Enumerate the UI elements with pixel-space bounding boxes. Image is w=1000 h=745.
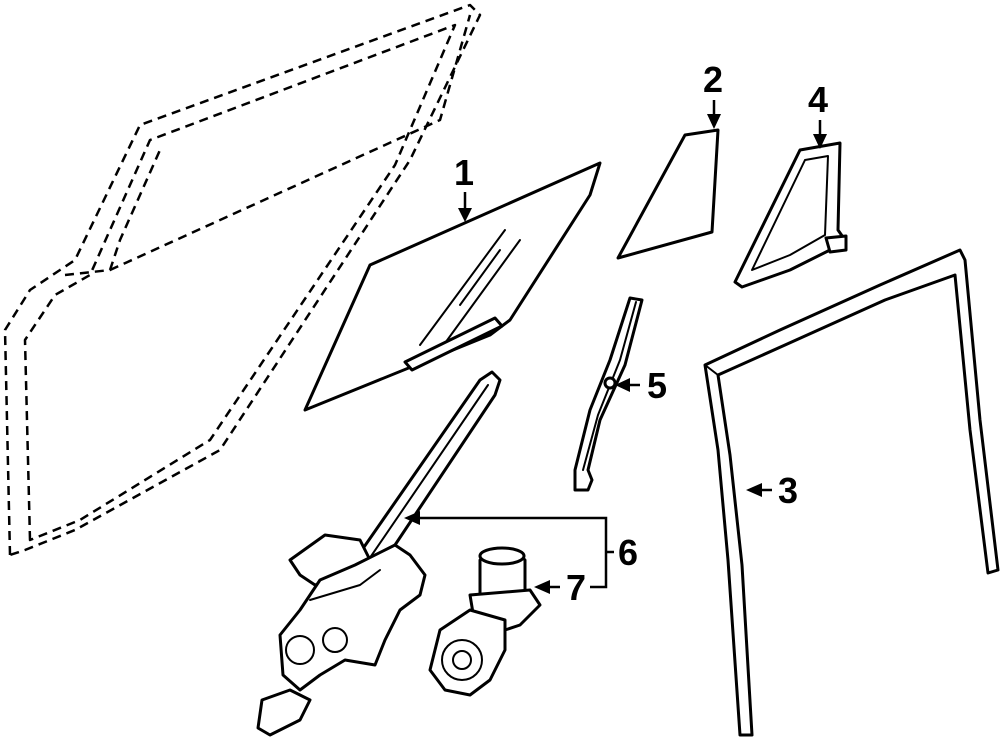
leader-lines xyxy=(404,100,827,594)
callout-3: 3 xyxy=(778,470,798,511)
arrow-6 xyxy=(404,511,420,525)
callout-6: 6 xyxy=(618,532,638,573)
callout-5: 5 xyxy=(647,365,667,406)
arrow-2 xyxy=(707,114,721,129)
door-weatherstrip[interactable] xyxy=(703,248,1000,737)
quarter-glass-frame[interactable] xyxy=(733,141,848,289)
door-outline xyxy=(3,3,482,557)
arrow-5 xyxy=(615,378,630,392)
arrow-7 xyxy=(534,580,550,594)
glass-run-channel[interactable] xyxy=(573,296,644,492)
window-regulator[interactable] xyxy=(256,370,502,737)
arrow-1 xyxy=(458,208,472,222)
window-motor[interactable] xyxy=(428,546,542,697)
callout-1: 1 xyxy=(454,152,474,193)
callout-7: 7 xyxy=(566,567,586,608)
arrow-3 xyxy=(746,483,762,497)
quarter-glass[interactable] xyxy=(616,128,720,260)
arrow-4 xyxy=(813,134,827,149)
callout-2: 2 xyxy=(703,59,723,100)
door-glass[interactable] xyxy=(303,161,602,412)
callout-4: 4 xyxy=(808,79,828,120)
